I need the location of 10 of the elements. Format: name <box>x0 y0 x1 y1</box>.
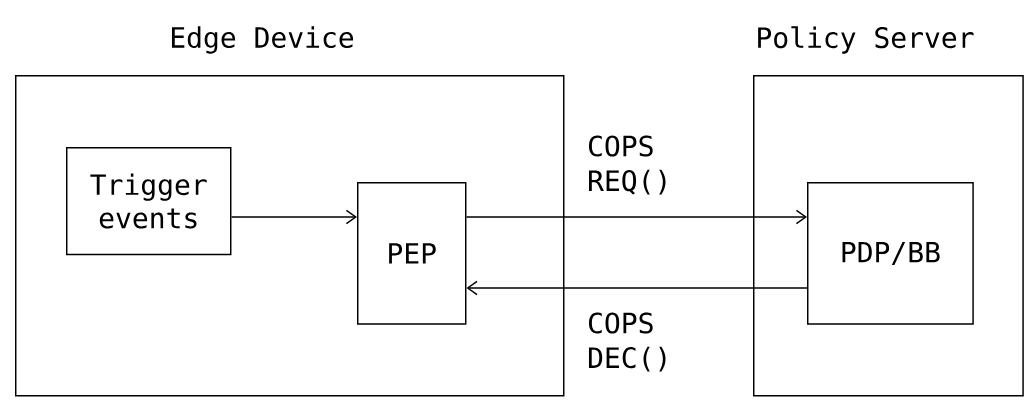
node-label: Edge Device <box>171 26 354 54</box>
pep-box: PEP <box>357 182 467 325</box>
pdp-box: PDP/BB <box>807 182 974 325</box>
edge-label: COPS REQ() <box>585 134 669 196</box>
arrow <box>230 209 357 225</box>
edge-label: COPS DEC() <box>585 311 669 373</box>
node-label: Policy Server <box>758 26 974 54</box>
arrow <box>465 209 807 225</box>
event-box: Trigger events <box>66 147 232 256</box>
arrow <box>466 280 808 296</box>
